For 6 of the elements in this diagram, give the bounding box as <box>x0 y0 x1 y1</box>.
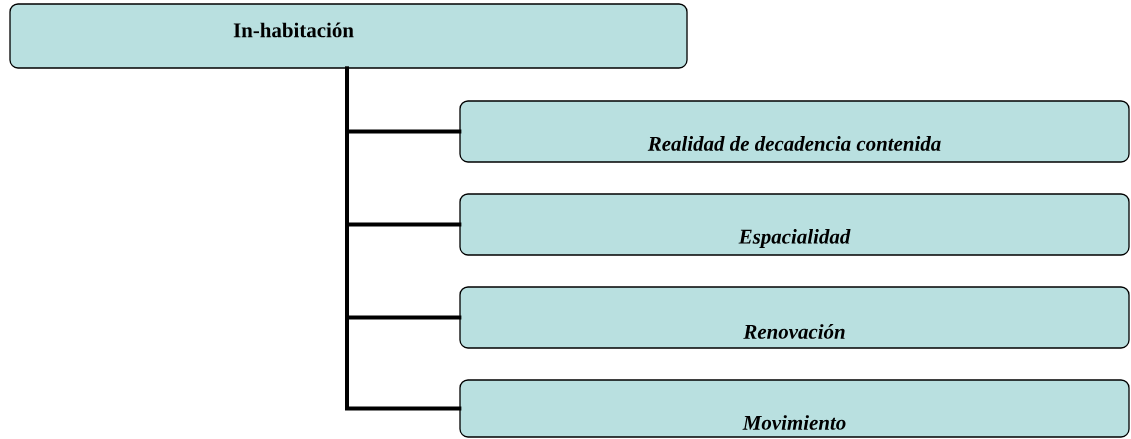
rounded-box: Realidad de decadencia contenida <box>459 100 1130 163</box>
rounded-box: Movimiento <box>459 379 1130 438</box>
rounded-box: In-habitación <box>9 3 688 69</box>
rounded-box: Espacialidad <box>459 193 1130 256</box>
rounded-box: Renovación <box>459 286 1130 349</box>
connector-line <box>345 66 462 411</box>
